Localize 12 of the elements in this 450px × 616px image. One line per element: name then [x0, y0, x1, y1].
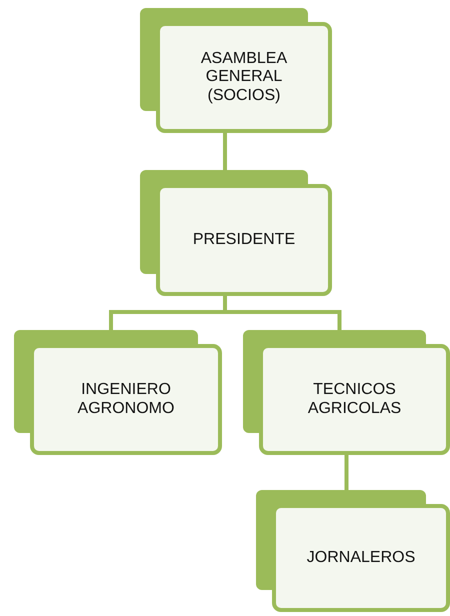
- org-chart-box: [140, 8, 332, 133]
- org-chart-box: [243, 330, 450, 455]
- box-label: PRESIDENTE: [192, 230, 296, 250]
- org-chart-box: [256, 490, 450, 612]
- org-chart-box: [140, 170, 332, 296]
- box-label: INGENIERO AGRONOMO: [76, 381, 176, 418]
- org-chart-box: [14, 330, 222, 455]
- connector-line: [223, 133, 227, 170]
- box-label: JORNALEROS: [306, 548, 416, 568]
- box-label: ASAMBLEA GENERAL (SOCIOS): [200, 50, 288, 106]
- connector-line: [344, 455, 348, 490]
- box-label: TECNICOS AGRICOLAS: [306, 381, 402, 418]
